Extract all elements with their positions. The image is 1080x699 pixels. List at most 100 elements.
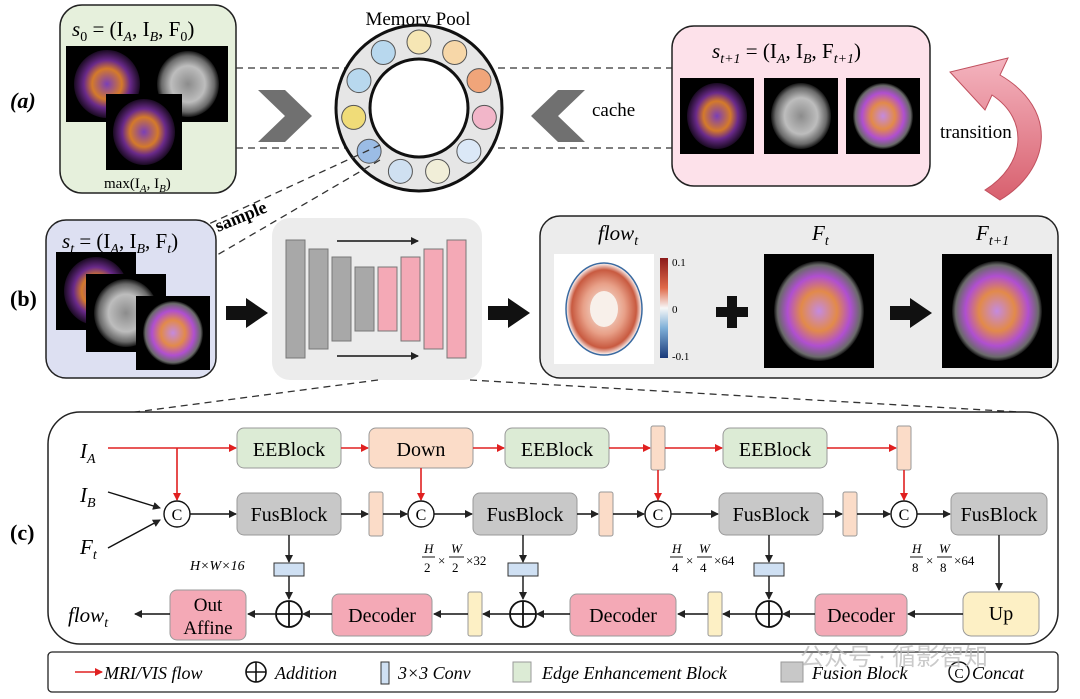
decoder-2 (569, 593, 677, 637)
svg-text:8: 8 (940, 560, 947, 575)
out-affine-label-1: Out (194, 595, 223, 616)
svg-text:×: × (926, 553, 933, 568)
downsample-small-block (650, 425, 666, 471)
downsample-small-block (598, 491, 614, 537)
memory-slot (346, 68, 372, 94)
memory-slot (456, 138, 482, 164)
svg-text:C: C (954, 667, 963, 682)
legend-concat-icon: C (948, 661, 970, 683)
memory-slot (466, 68, 492, 94)
dim-label-4: H 8 × W 8 ×64 (910, 541, 975, 575)
legend-edge-icon (512, 661, 532, 683)
memory-slot (406, 29, 432, 55)
downsample-small-block (368, 491, 384, 537)
colorbar (660, 258, 668, 358)
legend-box (47, 651, 1059, 693)
addition-node-2 (509, 600, 537, 628)
legend-conv-icon (380, 661, 390, 685)
svg-text:4: 4 (700, 560, 707, 575)
downsample-small-block (842, 491, 858, 537)
svg-text:H: H (423, 541, 434, 556)
svg-text:W: W (699, 541, 711, 556)
input-arrow (107, 519, 161, 549)
encoder-layer (308, 248, 329, 350)
legend-fusion-icon (780, 661, 804, 683)
thick-arrow-icon (488, 298, 530, 328)
memory-slot (442, 39, 468, 65)
svg-text:H: H (671, 541, 682, 556)
concat-node-4: C (890, 500, 918, 528)
input-ib: IB (79, 483, 96, 511)
upsample-small-block (467, 591, 483, 637)
legend-addition-icon (245, 661, 267, 683)
max-brain-image (106, 94, 182, 170)
memory-slot (471, 104, 497, 130)
watermark: 公众号 · 循影智知 (800, 644, 988, 671)
svg-text:8: 8 (912, 560, 919, 575)
legend-conv: 3×3 Conv (397, 663, 471, 683)
chevron-right-icon (258, 90, 312, 142)
legend-mri-flow: MRI/VIS flow (103, 663, 202, 683)
cache-label: cache (592, 100, 635, 121)
svg-text:W: W (451, 541, 463, 556)
conv3x3-block-3 (753, 562, 785, 577)
down-label: Down (397, 439, 446, 461)
dim-label-3: H 4 × W 4 ×64 (670, 541, 735, 575)
decoder-3-label: Decoder (827, 605, 895, 627)
colorbar-tick-bottom: -0.1 (672, 351, 689, 363)
conv3x3-block-1 (273, 562, 305, 577)
pet-brain-image-st1 (680, 78, 754, 154)
svg-text:2: 2 (424, 560, 431, 575)
ft-brain-image (764, 254, 874, 368)
memory-slot (370, 39, 396, 65)
mri-brain-image-st1 (764, 78, 838, 154)
svg-text:2: 2 (452, 560, 459, 575)
decoder-layer (377, 266, 398, 332)
state-st-label: st = (IA, IB, Ft) (62, 229, 178, 257)
svg-text:H: H (911, 541, 922, 556)
svg-text:C: C (172, 507, 183, 524)
encoder-layer (285, 239, 306, 359)
svg-text:×: × (686, 553, 693, 568)
output-flow: flowt (68, 603, 109, 631)
concat-node-3: C (644, 500, 672, 528)
colorbar-tick-top: 0.1 (672, 257, 686, 269)
fusblock-4-label: FusBlock (961, 504, 1038, 526)
fused-brain-image-st1 (846, 78, 920, 154)
thick-arrow-icon (890, 298, 932, 328)
flow-map-image (554, 254, 654, 364)
max-label: max(IA, IB) (104, 176, 171, 195)
decoder-2-label: Decoder (589, 605, 657, 627)
chevron-left-icon (531, 90, 585, 142)
panel-label-a: (a) (10, 88, 36, 113)
fusblock-2-label: FusBlock (487, 504, 564, 526)
eeblock-3-label: EEBlock (739, 439, 811, 461)
input-arrow (107, 491, 161, 510)
fusblock-3-label: FusBlock (733, 504, 810, 526)
fusblock-1-label: FusBlock (251, 504, 328, 526)
encoder-layer (354, 266, 375, 332)
colorbar-tick-mid: 0 (672, 304, 678, 316)
upsample-small-block (707, 591, 723, 637)
addition-node-1 (275, 600, 303, 628)
flow-title: flowt (598, 221, 639, 249)
dim-label-2: H 2 × W 2 ×32 (422, 541, 486, 575)
decoder-1 (331, 593, 433, 637)
dashed-line (199, 144, 381, 229)
stacked-brain-images (56, 252, 210, 370)
concat-node-1: C (163, 500, 191, 528)
downsample-small-block (896, 425, 912, 471)
legend-addition: Addition (274, 663, 337, 683)
panel-label-b: (b) (10, 286, 37, 311)
decoder-3 (814, 593, 908, 637)
svg-text:C: C (653, 507, 664, 524)
out-affine-block (169, 589, 247, 641)
decoder-layer (400, 256, 421, 342)
input-ia: IA (79, 439, 96, 467)
memory-slot (387, 158, 413, 184)
dashed-line (211, 159, 381, 259)
ft-title: Ft (811, 221, 830, 249)
svg-text:C: C (899, 507, 910, 524)
conv3x3-block-2 (507, 562, 539, 577)
plus-icon (716, 296, 748, 328)
